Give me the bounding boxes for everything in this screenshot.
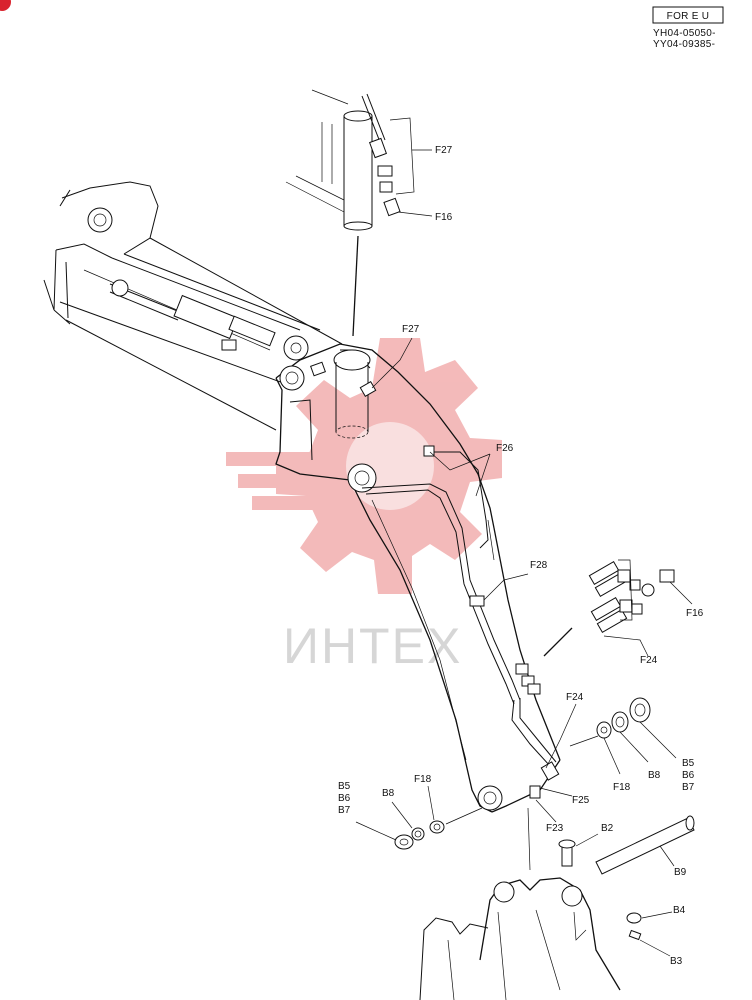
boom-assembly (275, 343, 561, 813)
washers-right (569, 697, 677, 775)
pin-and-bolt (558, 815, 695, 957)
arm-assembly (43, 181, 343, 431)
callout-b6-left: B6 (338, 793, 351, 804)
washers-left (355, 785, 483, 850)
callout-f27-mid: F27 (402, 324, 420, 335)
callout-b4: B4 (673, 905, 686, 916)
callout-f27-top: F27 (435, 145, 453, 156)
detail-inset-top (285, 89, 433, 337)
serial-range-1: YH04-05050- (653, 28, 716, 39)
callout-f18-right: F18 (613, 782, 631, 793)
callout-b2: B2 (601, 823, 614, 834)
serial-range-2: YY04-09385- (653, 39, 715, 50)
variant-label: FOR E U (667, 11, 710, 22)
variant-box (652, 6, 724, 24)
callout-f26: F26 (496, 443, 514, 454)
watermark-text: ИНТЕХ (283, 618, 462, 674)
callout-f16-right: F16 (686, 608, 704, 619)
hydraulic-pipes (310, 361, 573, 799)
callout-b5-left: B5 (338, 781, 351, 792)
callout-b8-right: B8 (648, 770, 661, 781)
leader-lines (371, 337, 577, 823)
callout-f24-right: F24 (640, 655, 658, 666)
callout-f16-top: F16 (435, 212, 453, 223)
callout-f24-mid: F24 (566, 692, 584, 703)
corner-badge (0, 0, 11, 11)
callout-f18-left: F18 (414, 774, 432, 785)
callout-f28: F28 (530, 560, 548, 571)
callout-b6-right: B6 (682, 770, 695, 781)
callout-f25: F25 (572, 795, 590, 806)
callout-b5-right: B5 (682, 758, 695, 769)
header-block: FOR E U YH04-05050- YY04-09385- (652, 6, 724, 50)
callout-b9: B9 (674, 867, 687, 878)
callout-labels: F27 F16 F27 F26 F28 F16 F24 F24 F25 F23 … (338, 145, 704, 967)
fittings-detail-right (588, 559, 693, 657)
callout-b3: B3 (670, 956, 683, 967)
callout-f23: F23 (546, 823, 564, 834)
callout-b7-right: B7 (682, 782, 695, 793)
callout-b7-left: B7 (338, 805, 351, 816)
swing-bracket (419, 807, 621, 1000)
callout-b8-left: B8 (382, 788, 395, 799)
